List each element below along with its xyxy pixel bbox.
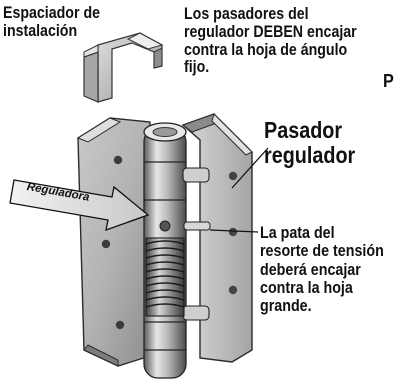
large-leaf [76, 117, 151, 367]
spring-tang-note: La pata del resorte de tensión deberá en… [260, 223, 384, 316]
cut-off-edge-letter: P [383, 71, 394, 91]
label-line: Los pasadores del [184, 5, 309, 23]
leader-line-pasador [231, 147, 269, 189]
regulator-pins-note: Los pasadores del regulador DEBEN encaja… [184, 5, 357, 77]
tension-spring [145, 237, 185, 317]
fixed-angle-leaf [181, 113, 253, 363]
label-line: La pata del [260, 223, 335, 242]
label-line: contra la hoja [260, 278, 353, 298]
label-line: fijo. [184, 58, 210, 77]
label-line: deberá encajar [260, 259, 361, 279]
label-line: resorte de tensión [260, 241, 384, 261]
installation-spacer-label: Espaciador de instalación [3, 4, 101, 41]
label-line: regulador [264, 141, 356, 168]
label-line: Pasador [264, 117, 343, 143]
label-line: contra la hoja de ángulo [184, 40, 348, 59]
label-line: instalación [3, 21, 78, 40]
leader-line-pata [209, 229, 259, 233]
label-line: grande. [260, 296, 312, 316]
regulator-pin [159, 220, 211, 232]
regulator-arrow-icon [9, 179, 150, 231]
installation-spacer-icon [83, 32, 164, 103]
regulator-pin-label: Pasador regulador [264, 118, 355, 168]
label-line: regulador DEBEN encajar [184, 22, 357, 41]
label-line: Espaciador de [3, 4, 101, 22]
label-line: P [383, 71, 394, 91]
